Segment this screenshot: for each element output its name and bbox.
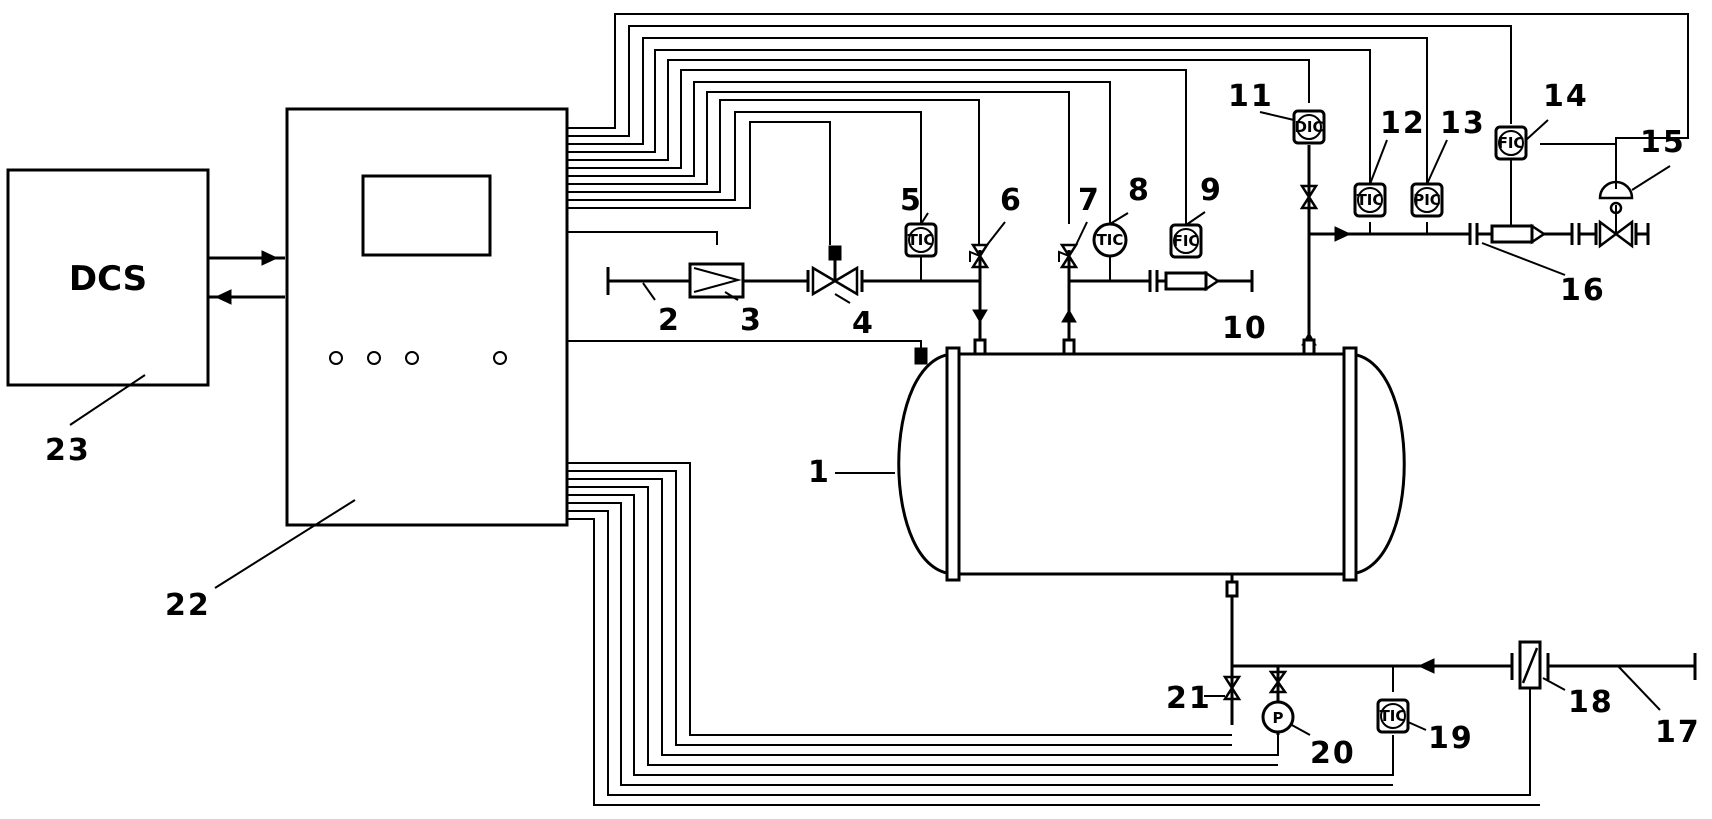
- ref-20: 20: [1310, 736, 1356, 771]
- leader-lines: [69, 111, 1671, 736]
- instrument-12: TIC: [1353, 182, 1387, 218]
- ref-2: 2: [658, 303, 681, 338]
- ref-14: 14: [1543, 79, 1589, 114]
- cabinet-indicator-light: [329, 351, 343, 365]
- svg-text:PIC: PIC: [1413, 191, 1441, 209]
- control-cabinet: [285, 107, 569, 527]
- ref-16: 16: [1560, 273, 1606, 308]
- svg-text:TIC: TIC: [1357, 191, 1384, 209]
- ref-22: 22: [165, 588, 211, 623]
- ref-5: 5: [900, 183, 923, 218]
- ref-6: 6: [1000, 183, 1023, 218]
- reference-numbers: 1 2 3 4 5 6 7 8 9 10 11 12 13 14 15 16 1…: [45, 79, 1701, 771]
- storage-tank: [897, 346, 1406, 598]
- cabinet-indicator-light: [367, 351, 381, 365]
- ref-13: 13: [1440, 106, 1486, 141]
- outlet-pipeline: [1058, 243, 1254, 356]
- ref-11: 11: [1228, 79, 1274, 114]
- svg-text:FIC: FIC: [1498, 134, 1525, 152]
- svg-text:TIC: TIC: [908, 231, 935, 249]
- ref-12: 12: [1380, 106, 1426, 141]
- ref-9: 9: [1200, 173, 1223, 208]
- bottom-pipeline: P: [1222, 596, 1697, 735]
- dcs-system: DCS: [6, 168, 210, 387]
- flow-meter-14: [1490, 224, 1534, 244]
- ref-4: 4: [852, 306, 875, 341]
- ref-21: 21: [1166, 681, 1212, 716]
- control-valve-actuator-15: [1598, 180, 1634, 200]
- ref-1: 1: [808, 455, 831, 490]
- cabinet-indicator-light: [493, 351, 507, 365]
- ref-19: 19: [1428, 721, 1474, 756]
- ref-15: 15: [1640, 125, 1686, 160]
- flow-meter-9: [1164, 271, 1208, 291]
- top-signal-lines: [567, 13, 1689, 245]
- cabinet-display-screen: [361, 174, 492, 257]
- pump-tag: P: [1273, 709, 1284, 727]
- level-signal-line: [567, 340, 928, 365]
- bottom-signal-lines: [567, 462, 1540, 806]
- ref-7: 7: [1078, 183, 1101, 218]
- ref-18: 18: [1568, 685, 1614, 720]
- valve-actuator-4: [828, 245, 842, 261]
- instrument-5: TIC: [904, 222, 938, 258]
- instrument-8: TIC: [1092, 222, 1128, 258]
- svg-text:DIC: DIC: [1294, 118, 1323, 136]
- ref-10: 10: [1222, 311, 1268, 346]
- dcs-signal-arrows: [208, 250, 285, 305]
- instrument-19: TIC: [1376, 698, 1410, 734]
- ref-8: 8: [1128, 173, 1151, 208]
- vent-pipeline: [1299, 143, 1650, 356]
- ref-23: 23: [45, 433, 91, 468]
- svg-text:TIC: TIC: [1380, 707, 1407, 725]
- svg-text:FIC: FIC: [1173, 232, 1200, 250]
- instrument-9: FIC: [1169, 223, 1203, 259]
- instrument-14: FIC: [1494, 125, 1528, 161]
- dcs-label: DCS: [69, 259, 147, 299]
- svg-text:TIC: TIC: [1097, 231, 1124, 249]
- ref-3: 3: [740, 303, 763, 338]
- instrument-13: PIC: [1410, 182, 1444, 218]
- instrument-11: DIC: [1292, 109, 1326, 145]
- cabinet-indicator-light: [405, 351, 419, 365]
- ref-17: 17: [1655, 715, 1701, 750]
